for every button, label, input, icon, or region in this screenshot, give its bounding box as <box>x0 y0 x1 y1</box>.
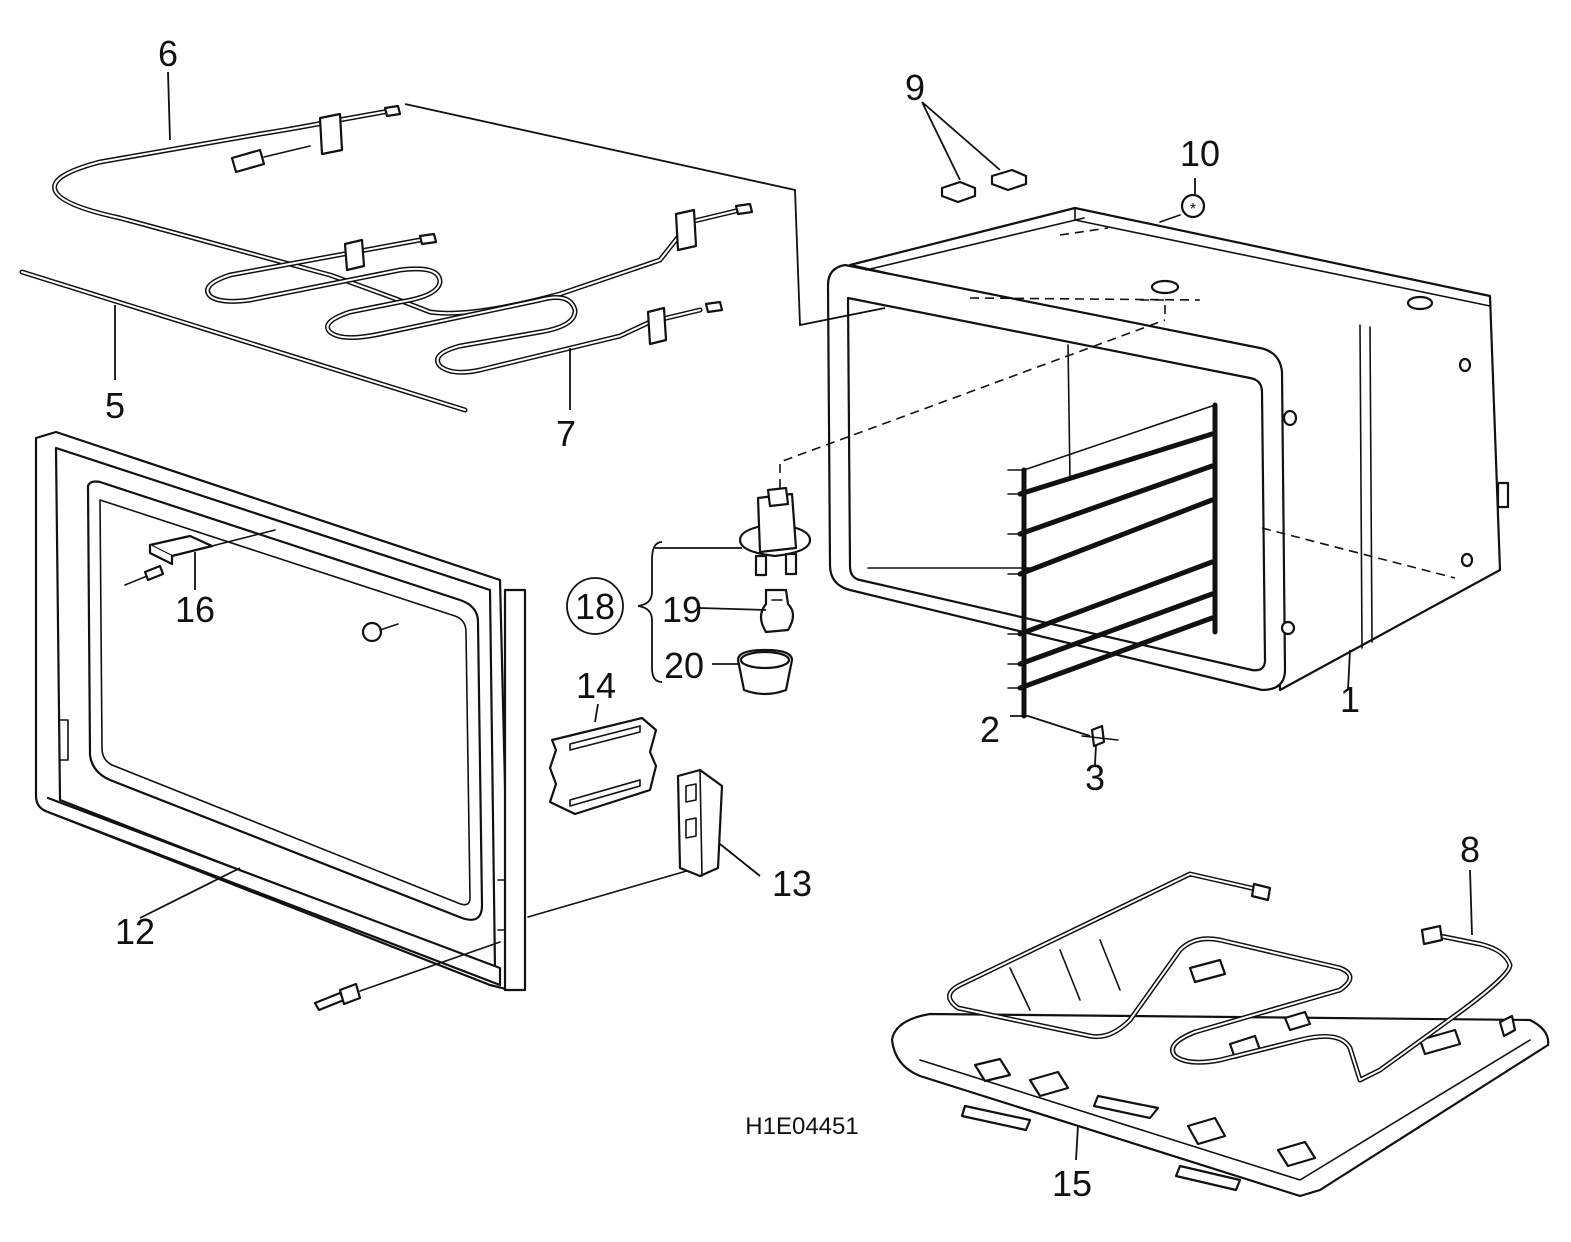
gasket-rod <box>19 269 468 413</box>
callout-10: 10 <box>1180 133 1220 174</box>
callout-2: 2 <box>980 709 1000 750</box>
callout-15: 15 <box>1052 1163 1092 1204</box>
callout-3: 3 <box>1085 757 1105 798</box>
bracket-plate <box>548 716 658 816</box>
callout-20: 20 <box>664 645 704 686</box>
lamp-holder <box>738 319 1166 577</box>
callout-16: 16 <box>175 589 215 630</box>
svg-text:*: * <box>1190 201 1196 218</box>
callout-19: 19 <box>662 589 702 630</box>
lower-heating-element <box>947 871 1513 1083</box>
lamp-glass-cover <box>736 648 794 696</box>
lamp-bulb <box>759 588 795 634</box>
callout-6: 6 <box>158 33 178 74</box>
lamp-group-bracket <box>637 541 663 683</box>
callout-18: 18 <box>575 586 615 627</box>
bottom-cover-plate <box>890 939 1550 1198</box>
callout-1: 1 <box>1340 679 1360 720</box>
door-frame <box>34 430 691 1012</box>
connection-wire <box>404 103 886 327</box>
callout-9: 9 <box>905 67 925 108</box>
callout-14: 14 <box>576 665 616 706</box>
shelf-support-rack <box>1007 402 1218 719</box>
callout-7: 7 <box>556 413 576 454</box>
callout-13: 13 <box>772 863 812 904</box>
top-vent-knob: * <box>1159 193 1206 223</box>
callout-labels: 1 2 3 5 6 7 8 9 10 12 13 14 15 16 18 19 … <box>105 33 1480 1204</box>
lamp-group-circle <box>566 577 624 635</box>
callout-8: 8 <box>1460 829 1480 870</box>
rack-clip <box>1081 724 1119 748</box>
callout-5: 5 <box>105 385 125 426</box>
leader-lines <box>114 71 1473 1161</box>
grill-element <box>52 104 754 375</box>
fixing-clips <box>940 168 1028 204</box>
reference-code: H1E04451 <box>745 1113 858 1140</box>
callout-12: 12 <box>115 911 155 952</box>
door-hinge <box>676 768 724 878</box>
